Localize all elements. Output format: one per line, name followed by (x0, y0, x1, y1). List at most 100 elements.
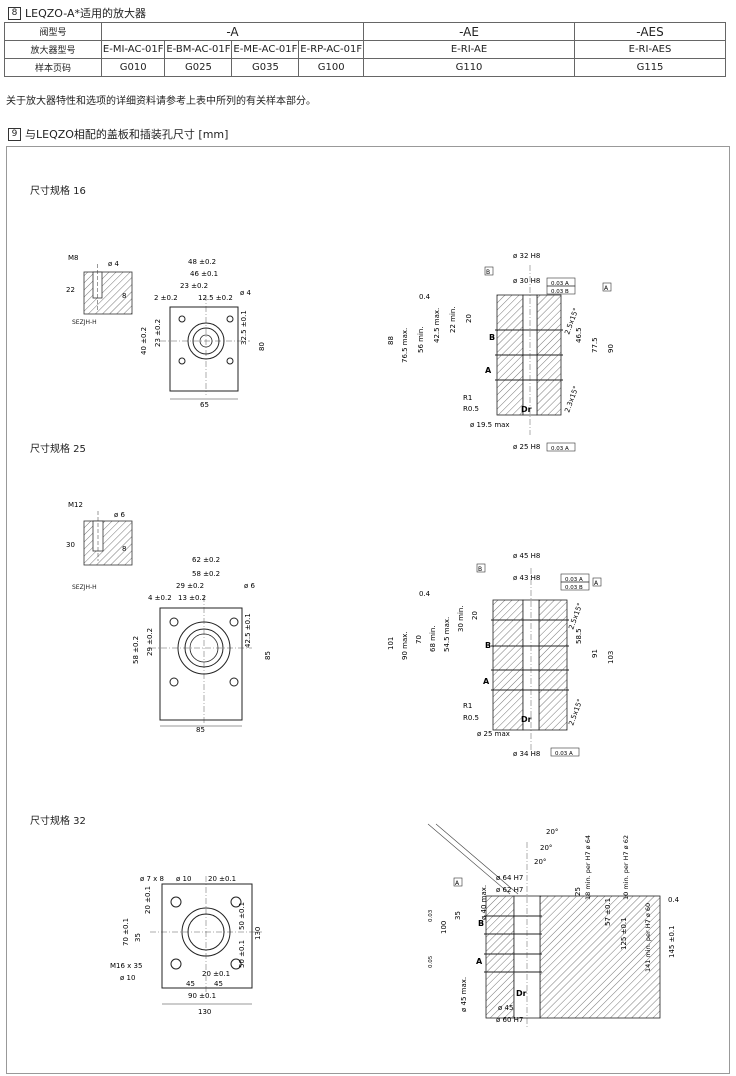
table-cell: G025 (164, 58, 233, 77)
table-row-label: 样本页码 (4, 58, 102, 77)
dim-label: ø 25 max (477, 730, 510, 738)
size32-cavity-section: B A Dr 20° 20° 20° ø 64 H7 ø 62 H7 ø 45 … (427, 823, 680, 1028)
table-cell: G035 (231, 58, 300, 77)
dim-label: 91 (591, 649, 599, 658)
size25-code: SEZJH-H (72, 584, 97, 591)
dim-label: 101 (387, 637, 395, 650)
dim-label: ø 60 H7 (496, 1016, 523, 1024)
datum-a-box: A (455, 880, 460, 887)
dim-label: 56 min. (417, 326, 425, 353)
dim-label: 130 (254, 927, 262, 940)
dim-label: 29 ±0.2 (146, 628, 154, 656)
table-row: 样本页码 G010 G025 G035 G100 G110 G115 (4, 58, 726, 77)
col-group-ae: -AE (363, 22, 575, 41)
dim-label: 20° (540, 844, 552, 852)
dim-label: 40 ±0.2 (140, 327, 148, 355)
size25-screw-detail: M12 ø 6 30 8 (66, 501, 133, 566)
dim-label: 10 min. per H7 ø 62 (622, 835, 630, 900)
port-dr-label: Dr (521, 405, 532, 414)
col-group-a: -A (101, 22, 364, 41)
dim-label: 125 ±0.1 (620, 917, 628, 950)
dim-label: 100 (440, 921, 448, 934)
size16-label: 尺寸规格 16 (30, 186, 86, 197)
section8-title: LEQZO-A*适用的放大器 (25, 7, 146, 20)
tolerance-label: 0.03 A (551, 281, 569, 287)
dim-label: 85 (196, 726, 205, 734)
dim-label: ø 10 (176, 875, 191, 883)
datum-b-box: B (486, 269, 490, 276)
dim-label: 65 (200, 401, 209, 409)
dim-label: ø 4 (240, 289, 252, 297)
dim-label: 25 (574, 887, 582, 896)
dim-label: ø 6 (114, 511, 126, 519)
dim-label: ø 40 max. (480, 885, 488, 920)
roughness-label: 0.4 (668, 896, 680, 904)
dim-label: M16 x 35 (110, 962, 142, 970)
dim-label: 77.5 (591, 337, 599, 353)
datum-a-box: A (604, 285, 609, 292)
dim-label: ø 10 (120, 974, 135, 982)
dim-label: 22 min. (449, 306, 457, 333)
dim-label: 42.5 ±0.1 (244, 613, 252, 648)
dim-label: 20° (534, 858, 546, 866)
dim-label: ø 6 (244, 582, 256, 590)
dim-label: 46.5 (575, 327, 583, 343)
section9-title: 与LEQZO相配的盖板和插装孔尺寸 [mm] (25, 128, 229, 141)
table-cell: G010 (100, 58, 166, 77)
size16-cover-top-view: 48 ±0.2 46 ±0.1 23 ±0.2 2 ±0.2 12.5 ±0.2… (140, 258, 266, 409)
section9-number: 9 (8, 127, 21, 141)
dim-label: 58 ±0.2 (132, 636, 140, 664)
dim-label: 18 min. per H7 ø 64 (584, 835, 592, 900)
dim-label: 32.5 ±0.1 (240, 310, 248, 345)
size16-code: SEZJH-H (72, 319, 97, 326)
table-cell: G110 (363, 58, 575, 77)
dim-label: ø 4 (108, 260, 120, 268)
size16-cavity-section: B A Dr ø 32 H8 ø 30 H8 ø 19.5 max ø 25 H… (387, 252, 615, 452)
dim-label: R0.5 (463, 405, 479, 413)
dim-label: 57 ±0.1 (604, 898, 612, 926)
dim-label: 76.5 max. (401, 328, 409, 363)
dim-label: 30 (66, 541, 75, 549)
size25-cover-top-view: 62 ±0.2 58 ±0.2 29 ±0.2 4 ±0.2 13 ±0.2 ø… (132, 556, 272, 734)
dim-label: 46 ±0.1 (190, 270, 218, 278)
dim-label: 35 (134, 933, 142, 942)
dim-label: R1 (463, 394, 472, 402)
dim-label: 23 ±0.2 (154, 319, 162, 347)
dim-label: 2.3x15° (563, 385, 580, 414)
dim-label: 20 ±0.1 (202, 970, 230, 978)
table-cell: E-ME-AC-01F (231, 40, 300, 59)
port-a-label: A (483, 677, 490, 686)
dim-label: M8 (68, 254, 79, 262)
table-cell: G100 (298, 58, 364, 77)
dim-label: 62 ±0.2 (192, 556, 220, 564)
size32-label: 尺寸规格 32 (30, 816, 86, 827)
roughness-label: 0.4 (419, 590, 431, 598)
dim-label: 90 max. (401, 631, 409, 660)
dim-label: 70 ±0.1 (122, 918, 130, 946)
dim-label: 20° (546, 828, 558, 836)
dim-label: ø 32 H8 (513, 252, 540, 260)
dim-label: 58 ±0.2 (192, 570, 220, 578)
tolerance-label: 0.03 A (551, 446, 569, 452)
dim-label: 68 min. (429, 625, 437, 652)
table-cell: G115 (574, 58, 726, 77)
tolerance-label: 0.05 (428, 955, 434, 968)
table-cell: E-RI-AES (574, 40, 726, 59)
tolerance-label: 0.03 B (551, 289, 569, 295)
dim-label: R1 (463, 702, 472, 710)
dim-label: 85 (264, 651, 272, 660)
roughness-label: 0.4 (419, 293, 431, 301)
dim-label: 48 ±0.2 (188, 258, 216, 266)
dim-label: 13 ±0.2 (178, 594, 206, 602)
datum-b-box: B (478, 566, 482, 573)
dim-label: 4 ±0.2 (148, 594, 172, 602)
dim-label: 90 ±0.1 (188, 992, 216, 1000)
port-a-label: A (485, 366, 492, 375)
dim-label: ø 30 H8 (513, 277, 540, 285)
size25-cavity-section: B A Dr ø 45 H8 ø 43 H8 ø 25 max ø 34 H8 … (387, 552, 615, 758)
table-cell: E-RI-AE (363, 40, 575, 59)
dim-label: 8 (122, 545, 126, 553)
table-row: 放大器型号 E-MI-AC-01F E-BM-AC-01F E-ME-AC-01… (4, 40, 726, 59)
col-group-aes: -AES (574, 22, 726, 41)
port-a-label: A (476, 957, 483, 966)
